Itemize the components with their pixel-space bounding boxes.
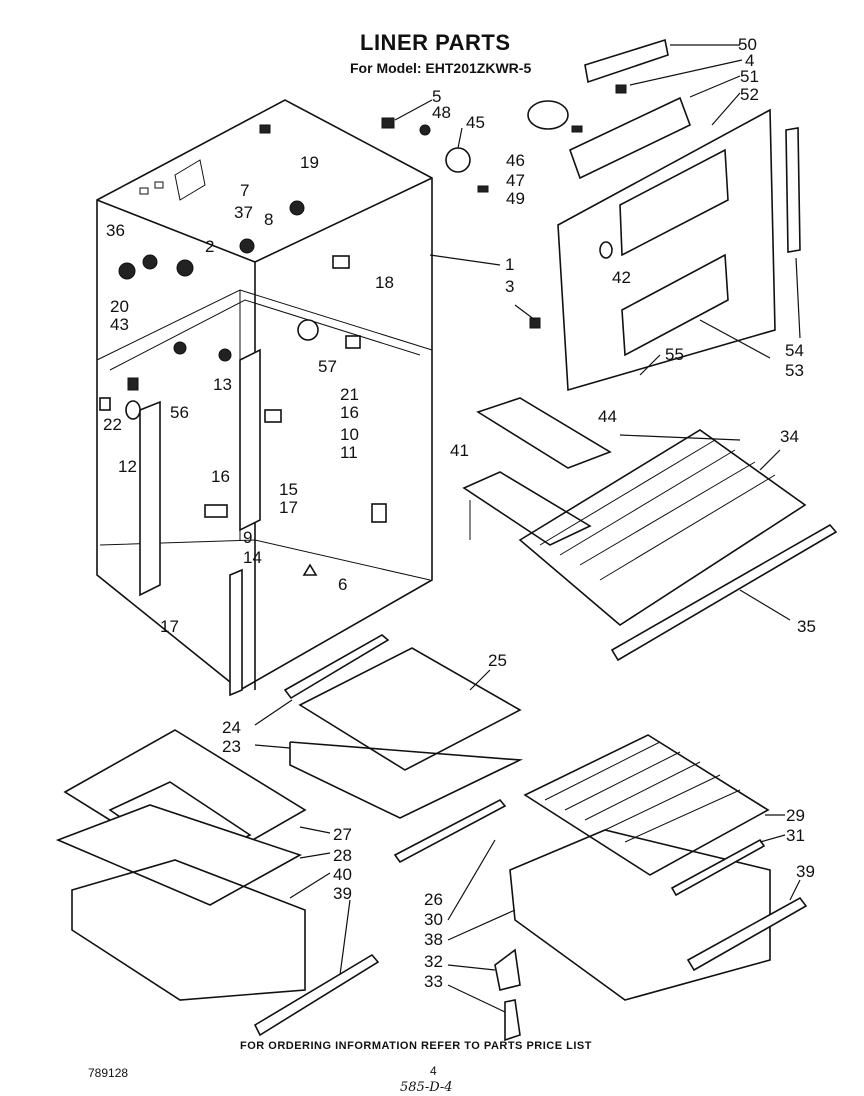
callout-17b: 17 [160, 617, 179, 636]
glass-shelf [283, 634, 524, 819]
callout-45: 45 [466, 113, 485, 132]
callout-1: 1 [505, 255, 514, 274]
callout-42: 42 [612, 268, 631, 287]
callout-28: 28 [333, 846, 352, 865]
callout-44: 44 [598, 407, 617, 426]
callout-6: 6 [338, 575, 347, 594]
callout-14: 14 [243, 548, 262, 567]
leader-lines [254, 44, 801, 1013]
catalog-number: 789128 [88, 1066, 129, 1080]
freezer-shelf [518, 429, 838, 662]
callout-35: 35 [797, 617, 816, 636]
callout-15: 15 [279, 480, 298, 499]
callout-39a: 39 [333, 884, 352, 903]
callout-40: 40 [333, 865, 352, 884]
handwritten-code: 585-D-4 [400, 1080, 453, 1095]
callout-25: 25 [488, 651, 507, 670]
callout-8: 8 [264, 210, 273, 229]
callout-3: 3 [505, 277, 514, 296]
right-crisper-assembly [393, 734, 808, 1042]
callout-16a: 16 [340, 403, 359, 422]
callout-16b: 16 [211, 467, 230, 486]
callout-24: 24 [222, 718, 241, 737]
callout-54: 54 [785, 341, 804, 360]
callout-53: 53 [785, 361, 804, 380]
callout-9: 9 [243, 528, 252, 547]
callout-50: 50 [738, 35, 757, 54]
callout-10: 10 [340, 425, 359, 444]
callout-33: 33 [424, 972, 443, 991]
callout-46: 46 [506, 151, 525, 170]
page-number: 4 [430, 1064, 437, 1078]
callout-38: 38 [424, 930, 443, 949]
callout-49: 49 [506, 189, 525, 208]
ordering-note: FOR ORDERING INFORMATION REFER TO PARTS … [240, 1040, 592, 1052]
callout-51: 51 [740, 67, 759, 86]
callout-56: 56 [170, 403, 189, 422]
callout-37: 37 [234, 203, 253, 222]
callout-21: 21 [340, 385, 359, 404]
liner-cabinet [96, 99, 433, 691]
callout-4: 4 [745, 51, 754, 70]
callout-34: 34 [780, 427, 799, 446]
callout-22: 22 [103, 415, 122, 434]
callout-7: 7 [240, 181, 249, 200]
callout-5: 5 [432, 87, 441, 106]
evaporator-cover-assembly [445, 38, 801, 392]
liner-small-parts [99, 117, 431, 576]
callout-11: 11 [340, 443, 358, 462]
ice-tray-and-bin [462, 397, 612, 546]
shelf-rails [139, 348, 261, 697]
callout-27: 27 [333, 825, 352, 844]
callout-43: 43 [110, 315, 129, 334]
model-subtitle: For Model: EHT201ZKWR-5 [350, 60, 532, 76]
callout-31: 31 [786, 826, 805, 845]
callout-26: 26 [424, 890, 443, 909]
callout-2: 2 [205, 237, 214, 256]
callout-36: 36 [106, 221, 125, 240]
callout-57: 57 [318, 357, 337, 376]
callout-labels: 50 4 51 52 5 48 45 19 7 37 8 36 2 1 18 3… [103, 35, 816, 991]
callout-55: 55 [665, 345, 684, 364]
diagram-title: LINER PARTS [360, 30, 511, 55]
callout-32: 32 [424, 952, 443, 971]
callout-29: 29 [786, 806, 805, 825]
callout-20: 20 [110, 297, 129, 316]
callout-18: 18 [375, 273, 394, 292]
callout-52: 52 [740, 85, 759, 104]
callout-13: 13 [213, 375, 232, 394]
callout-12: 12 [118, 457, 137, 476]
left-crisper-assembly [55, 729, 380, 1037]
callout-48: 48 [432, 103, 451, 122]
callout-19: 19 [300, 153, 319, 172]
callout-30: 30 [424, 910, 443, 929]
callout-39b: 39 [796, 862, 815, 881]
callout-23: 23 [222, 737, 241, 756]
callout-47: 47 [506, 171, 525, 190]
callout-17a: 17 [279, 498, 298, 517]
callout-41: 41 [450, 441, 469, 460]
